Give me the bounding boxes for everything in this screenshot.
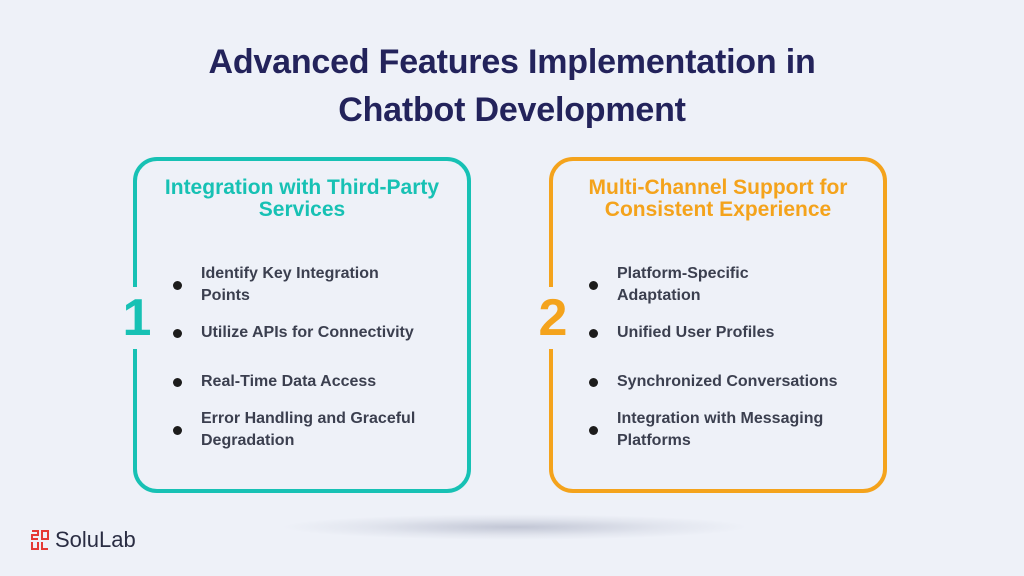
card-title-line-1: Integration with Third-Party <box>164 176 440 199</box>
list-item-text: Identify Key Integration Points <box>201 265 379 304</box>
list-item: Platform-Specific Adaptation <box>589 263 859 307</box>
card-number: 2 <box>533 287 573 349</box>
page-title-line-2: Chatbot Development <box>338 91 686 129</box>
card-title-line-1: Multi-Channel Support for <box>588 176 848 199</box>
card-third-party-integration: Integration with Third-Party Services 1 … <box>117 157 471 493</box>
solulab-logo-icon <box>31 530 49 550</box>
list-item-text: Integration with Messaging Platforms <box>617 410 824 449</box>
card-title: Multi-Channel Support for Consistent Exp… <box>553 177 883 221</box>
bullet-dot-icon <box>589 280 598 290</box>
list-item: Error Handling and Graceful Degradation <box>173 408 443 452</box>
card-title-line-2: Consistent Experience <box>604 198 832 221</box>
bullet-dot-icon <box>589 425 598 435</box>
bullet-dot-icon <box>173 328 182 338</box>
page-title: Advanced Features Implementation in Chat… <box>0 38 1024 134</box>
brand-name: SoluLab <box>55 527 136 552</box>
list-item: Unified User Profiles <box>589 322 859 344</box>
bullet-dot-icon <box>173 377 182 387</box>
brand-logo: SoluLab <box>31 527 136 553</box>
card-title-line-2: Services <box>258 198 346 221</box>
list-item-text: Synchronized Conversations <box>617 373 838 390</box>
list-item: Identify Key Integration Points <box>173 263 443 307</box>
list-item-text: Error Handling and Graceful Degradation <box>201 410 416 449</box>
list-item: Integration with Messaging Platforms <box>589 408 859 452</box>
card-multi-channel-support: Multi-Channel Support for Consistent Exp… <box>533 157 887 493</box>
bullet-dot-icon <box>589 377 598 387</box>
list-item-text: Real-Time Data Access <box>201 373 377 390</box>
floor-shadow <box>280 514 750 540</box>
list-item-text: Platform-Specific Adaptation <box>617 265 749 304</box>
card-number: 1 <box>117 287 157 349</box>
bullet-dot-icon <box>173 280 182 290</box>
list-item: Utilize APIs for Connectivity <box>173 322 443 344</box>
page-title-line-1: Advanced Features Implementation in <box>208 43 816 81</box>
list-item: Synchronized Conversations <box>589 371 859 393</box>
card-title: Integration with Third-Party Services <box>137 177 467 221</box>
list-item-text: Utilize APIs for Connectivity <box>201 324 414 341</box>
bullet-dot-icon <box>589 328 598 338</box>
list-item: Real-Time Data Access <box>173 371 443 393</box>
bullet-dot-icon <box>173 425 182 435</box>
list-item-text: Unified User Profiles <box>617 324 775 341</box>
